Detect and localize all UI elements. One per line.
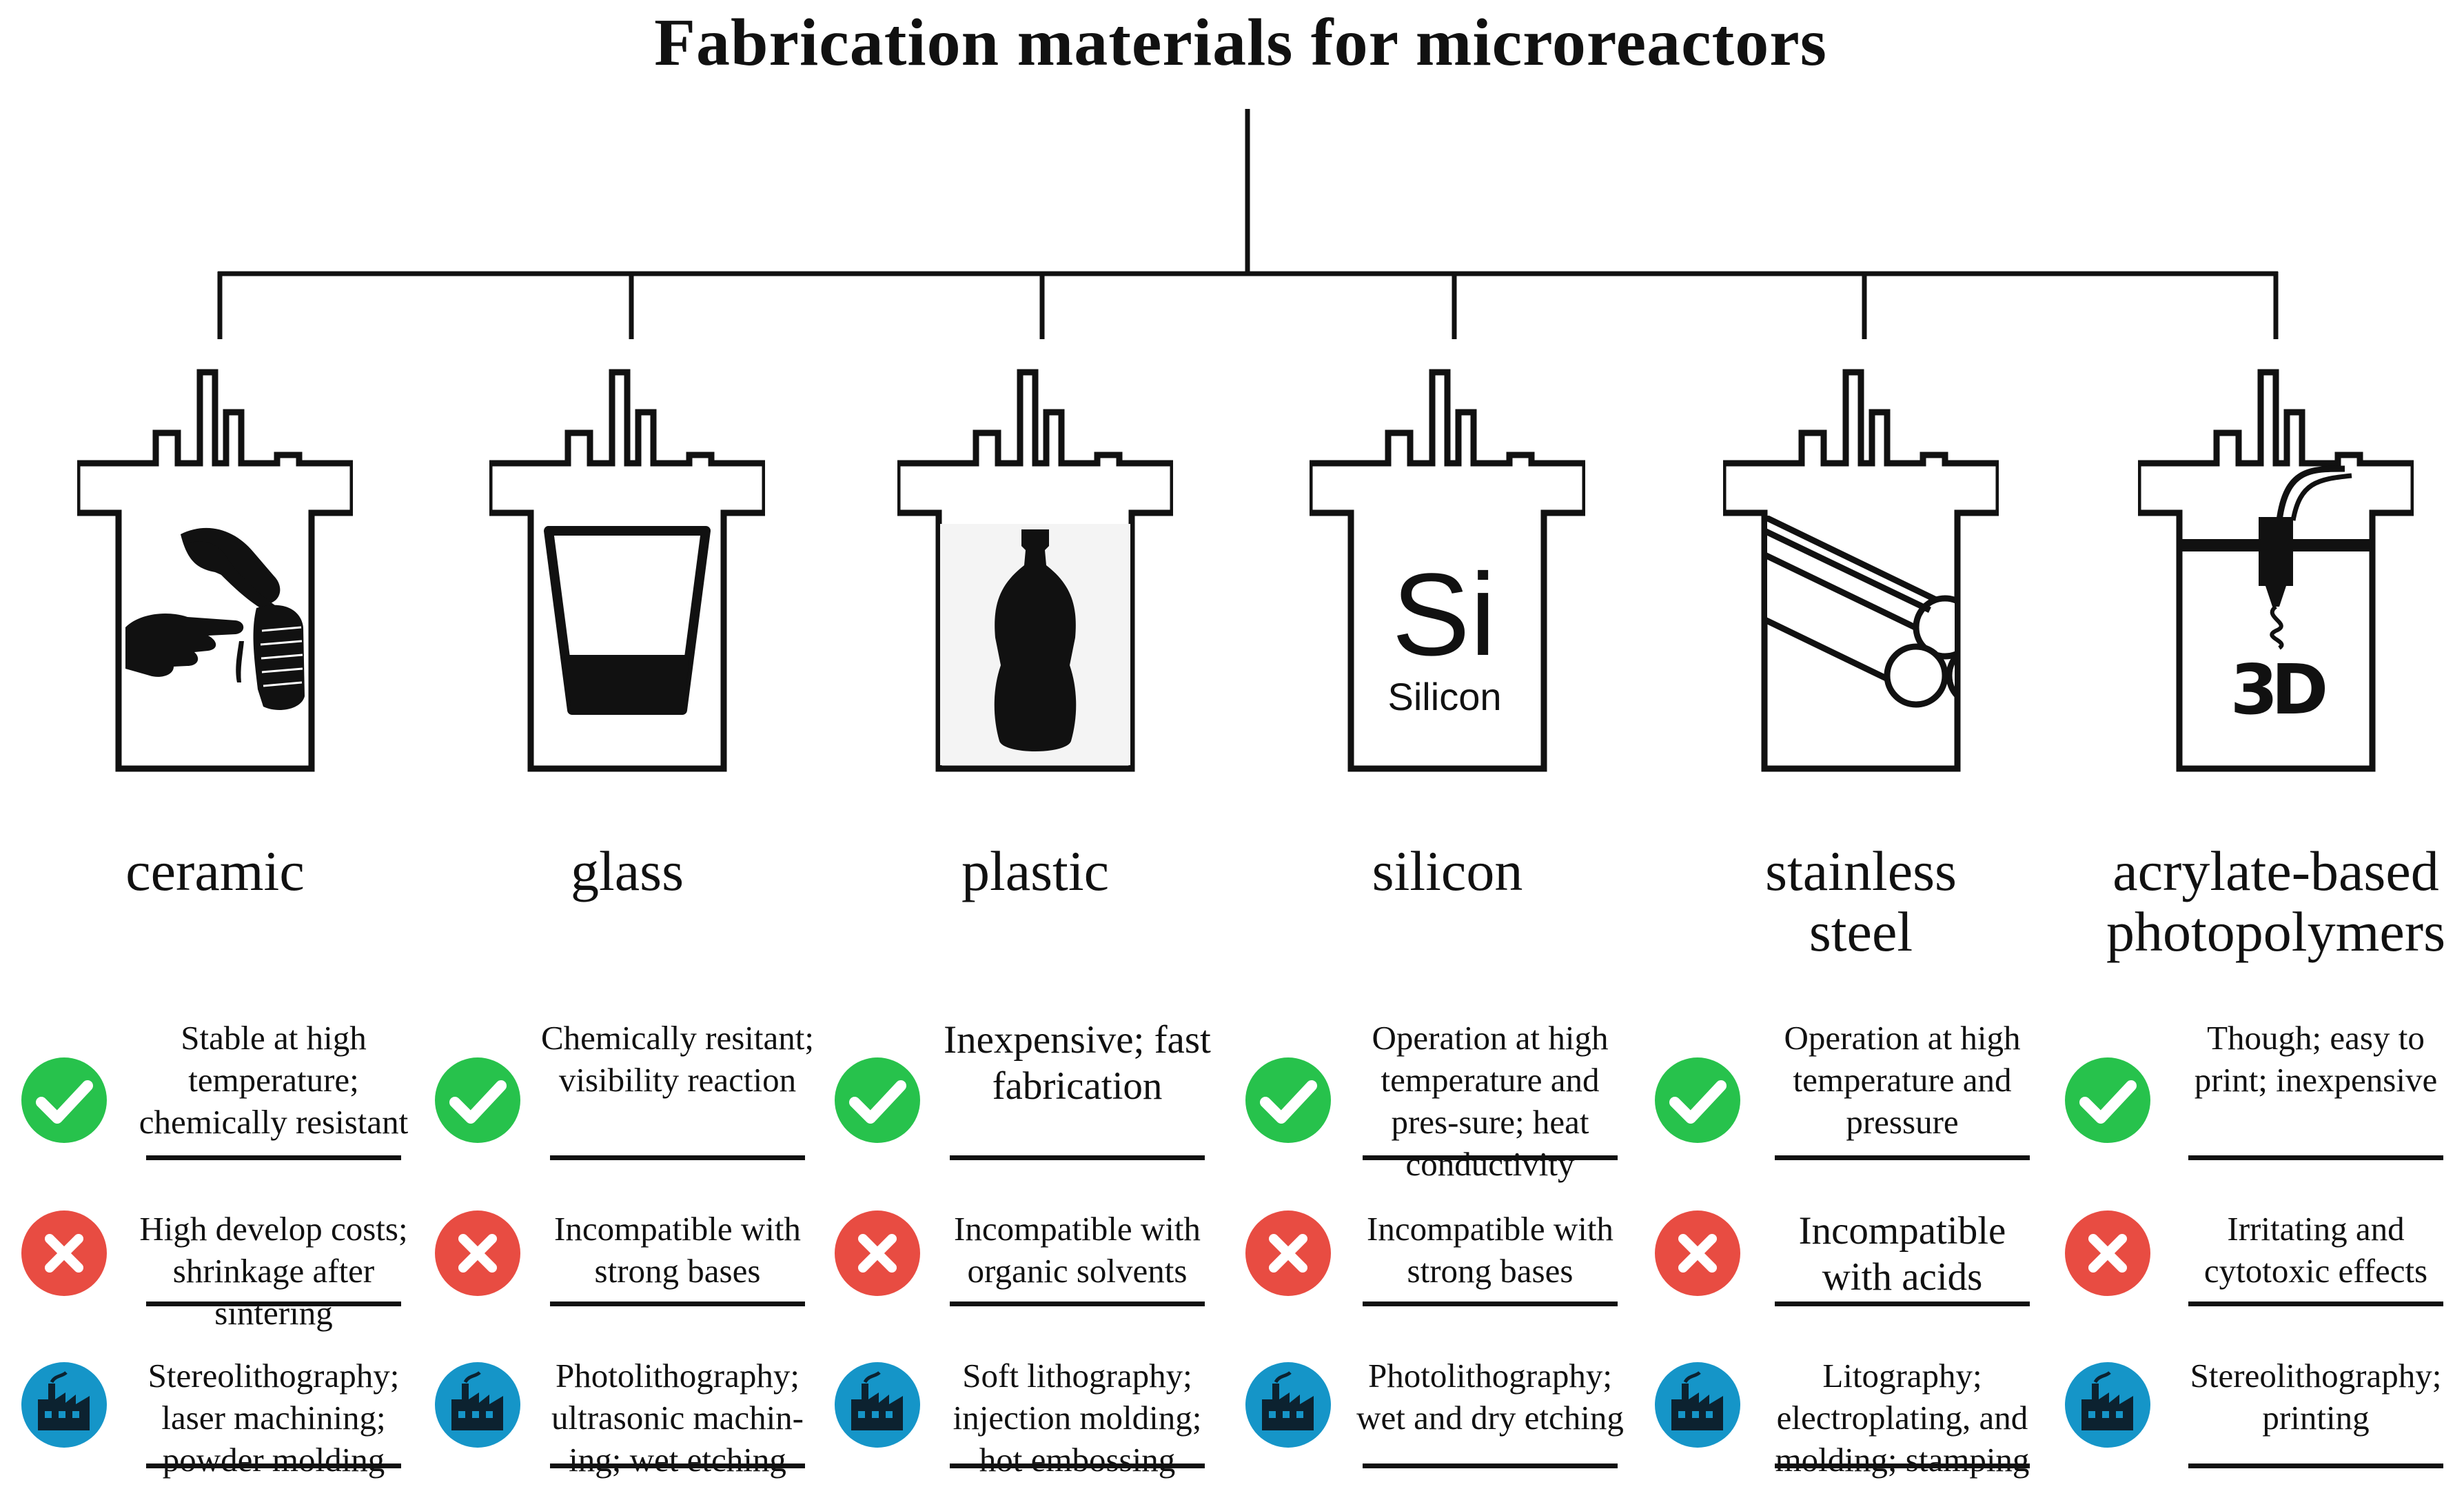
text-underline [1363,1463,1618,1468]
ceramic-method-text: Stereolithography; laser machining; powd… [147,1357,400,1479]
acrylate-based-photopolymers-reactor-vessel-icon: 3D [2138,365,2414,841]
text-underline [146,1463,401,1468]
plastic-method-text: Soft lithography; injection molding; hot… [953,1357,1202,1479]
cross-circle-icon [1654,1210,1741,1297]
check-circle-icon [1654,1057,1741,1144]
plastic-con-text: Incompatible with organic solvents [954,1210,1201,1290]
text-underline [550,1155,805,1160]
glass-method-text: Photolithography; ultrasonic machin-ing;… [551,1357,804,1479]
stainless-steel-reactor-vessel-icon [1723,365,1999,841]
silicon-symbol: Si [1392,549,1496,680]
silicon-name: Silicon [1388,675,1502,718]
ceramic-pro-text: Stable at high temperature; chemically r… [139,1019,409,1141]
silicon-con-text: Incompatible with strong bases [1367,1210,1613,1290]
cross-circle-icon [434,1210,521,1297]
text-underline [2188,1301,2443,1306]
text-underline [950,1463,1205,1468]
text-underline [950,1301,1205,1306]
cross-circle-icon [2064,1210,2151,1297]
stainless-steel-con-text: Incompatible with acids [1798,1209,2006,1299]
text-underline [2188,1155,2443,1160]
check-circle-icon [2064,1057,2151,1144]
text-underline [1775,1463,2030,1468]
factory-icon [21,1361,108,1448]
stainless-steel-label: stainless steel [1765,840,1957,963]
acrylate-based-photopolymers-method-text: Stereolithography; printing [2190,1357,2442,1437]
factory-icon [1245,1361,1332,1448]
check-circle-icon [834,1057,921,1144]
text-underline [550,1463,805,1468]
factory-icon [1654,1361,1741,1448]
stainless-steel-method-text: Litography; electroplating, and molding;… [1775,1357,2030,1479]
text-underline [950,1155,1205,1160]
acrylate-based-photopolymers-label: acrylate-based photopolymers [2106,840,2445,963]
glass-reactor-vessel-icon [489,365,765,841]
text-underline [2188,1463,2443,1468]
plastic-label: plastic [961,840,1110,902]
text-underline [1363,1155,1618,1160]
acrylate-based-photopolymers-con-text: Irritating and cytotoxic effects [2203,1210,2428,1290]
factory-icon [434,1361,521,1448]
silicon-pro-text: Operation at high temperature and pres-s… [1372,1019,1609,1183]
text-underline [550,1301,805,1306]
ceramic-reactor-vessel-icon [77,365,353,841]
text-underline [1775,1155,2030,1160]
plastic-bottle-icon [940,524,1130,765]
3d-printer-icon: 3D [2179,465,2372,730]
silicon-label: silicon [1372,840,1523,902]
plastic-pro-text: Inexpensive; fast fabrication [944,1018,1211,1108]
check-circle-icon [434,1057,521,1144]
text-underline [1363,1301,1618,1306]
factory-icon [2064,1361,2151,1448]
factory-icon [834,1361,921,1448]
check-circle-icon [1245,1057,1332,1144]
ceramic-label: ceramic [125,840,305,902]
glass-label: glass [571,840,684,902]
steel-pipes-icon [1767,516,1955,708]
check-circle-icon [21,1057,108,1144]
cross-circle-icon [1245,1210,1332,1297]
text-underline [1775,1301,2030,1306]
text-underline [146,1155,401,1160]
cross-circle-icon [21,1210,108,1297]
3d-label: 3D [2230,649,2325,730]
cross-circle-icon [834,1210,921,1297]
hands-shaping-pottery-icon [125,527,305,710]
acrylate-based-photopolymers-pro-text: Though; easy to print; inexpensive [2194,1019,2438,1099]
glass-con-text: Incompatible with strong bases [554,1210,801,1290]
text-underline [146,1301,401,1306]
drinking-glass-icon [544,526,711,715]
glass-pro-text: Chemically resitant; visibility reaction [541,1019,814,1099]
diagram-title: Fabrication materials for microreactors [654,6,1827,80]
silicon-method-text: Photolithography; wet and dry etching [1356,1357,1624,1437]
plastic-reactor-vessel-icon [897,365,1173,841]
stainless-steel-pro-text: Operation at high temperature and pressu… [1784,1019,2021,1141]
ceramic-con-text: High develop costs; shrinkage after sint… [139,1210,408,1332]
